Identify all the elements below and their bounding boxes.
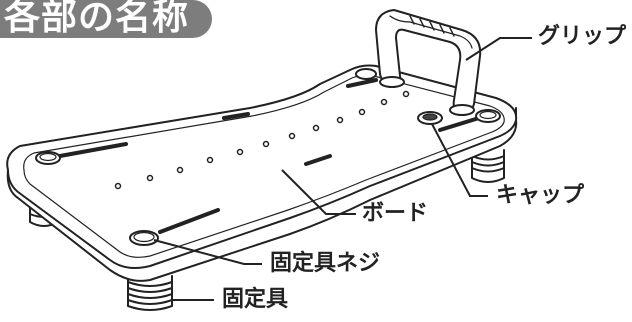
leader-fixing-screw — [153, 239, 262, 265]
diagram-title: 各部の名称 — [4, 0, 190, 38]
label-fixing-screw: 固定具ネジ — [270, 251, 381, 276]
board-top — [6, 64, 518, 269]
fixture-foot-right — [471, 149, 505, 183]
drain-holes — [114, 90, 410, 190]
fixture-foot-front — [127, 275, 173, 311]
label-cap: キャップ — [496, 183, 585, 208]
leader-board — [281, 169, 356, 215]
grip-handle — [375, 9, 482, 116]
title-banner: 各部の名称 — [0, 0, 212, 38]
board-slots — [58, 78, 494, 234]
leader-grip — [465, 37, 532, 61]
label-grip: グリップ — [538, 24, 627, 49]
fixing-screw-back — [355, 68, 377, 80]
leader-cap — [431, 123, 488, 197]
fixing-screw-front — [129, 230, 159, 246]
label-board: ボード — [362, 201, 429, 226]
label-fixture: 固定具 — [222, 287, 289, 312]
